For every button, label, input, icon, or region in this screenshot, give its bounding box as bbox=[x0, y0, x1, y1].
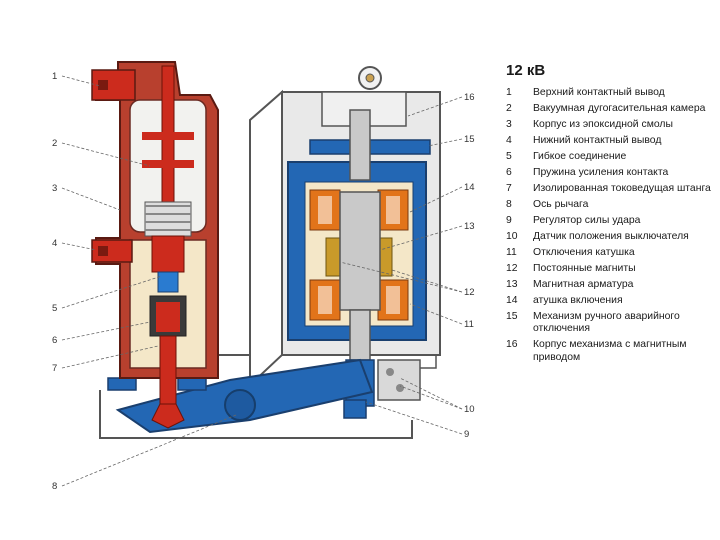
callout-9: 9 bbox=[464, 429, 469, 440]
legend-item-label: Нижний контактный вывод bbox=[533, 134, 662, 146]
legend-item-label: Ось рычага bbox=[533, 198, 589, 210]
callout-3: 3 bbox=[52, 183, 57, 194]
legend-title: 12 кВ bbox=[506, 62, 546, 79]
callout-4: 4 bbox=[52, 238, 57, 249]
legend-item-label: Верхний контактный вывод bbox=[533, 87, 665, 98]
legend-item-number: 4 bbox=[506, 134, 512, 146]
callout-12: 12 bbox=[464, 287, 475, 298]
legend-panel: 12 кВ 1 Верхний контактный вывод 2 Вакуумна… bbox=[506, 62, 716, 368]
legend-item: 8 Ось рычага bbox=[506, 199, 716, 212]
callout-8: 8 bbox=[52, 481, 57, 492]
legend-item-label: Вакуумная дугогасительная камера bbox=[533, 102, 706, 114]
legend-item: 1 Верхний контактный вывод bbox=[506, 87, 716, 100]
legend-item-number: 16 bbox=[506, 339, 518, 351]
callout-6: 6 bbox=[52, 335, 57, 346]
legend-item-number: 1 bbox=[506, 87, 512, 98]
terminals bbox=[91, 69, 136, 263]
legend-item-label: Гибкое соединение bbox=[533, 150, 627, 162]
conductor-stack bbox=[142, 65, 194, 429]
callout-11: 11 bbox=[464, 319, 474, 330]
legend-item-label: атушка включения bbox=[533, 294, 623, 306]
callout-2: 2 bbox=[52, 138, 57, 149]
vacuum-breaker-diagram: 1 2 3 4 5 6 7 8 9 10 11 12 13 14 15 16 bbox=[52, 61, 475, 492]
legend-item: 3 Корпус из эпоксидной смолы bbox=[506, 119, 716, 132]
legend-item-label: Отключения катушка bbox=[533, 246, 635, 258]
legend-item: 6 Пружина усиления контакта bbox=[506, 167, 716, 180]
legend-item-number: 3 bbox=[506, 118, 512, 130]
callout-7: 7 bbox=[52, 363, 57, 374]
legend-item-number: 10 bbox=[506, 230, 518, 242]
legend-item-number: 9 bbox=[506, 214, 512, 226]
legend-item: 4 Нижний контактный вывод bbox=[506, 135, 716, 148]
legend-item: 9 Регулятор силы удара bbox=[506, 215, 716, 228]
position-sensor bbox=[377, 356, 437, 401]
legend-item-label: Изолированная токоведущая штанга bbox=[533, 182, 711, 194]
legend-item-number: 13 bbox=[506, 278, 518, 290]
legend-item: 11 Отключения катушка bbox=[506, 247, 716, 260]
legend-item-number: 7 bbox=[506, 182, 512, 194]
callout-5: 5 bbox=[52, 303, 57, 314]
legend-item-number: 11 bbox=[506, 246, 517, 258]
legend-list: 1 Верхний контактный вывод 2 Вакуумная дуго… bbox=[506, 87, 716, 365]
legend-item-number: 6 bbox=[506, 166, 512, 178]
legend-item: 14 атушка включения bbox=[506, 295, 716, 308]
legend-item: 16 Корпус механизма с магнитным приводом bbox=[506, 339, 716, 364]
legend-item-label: Регулятор силы удара bbox=[533, 214, 641, 226]
callout-10: 10 bbox=[464, 404, 475, 415]
legend-item: 5 Гибкое соединение bbox=[506, 151, 716, 164]
callout-1: 1 bbox=[52, 71, 57, 82]
legend-item-label: Постоянные магниты bbox=[533, 262, 636, 274]
callout-15: 15 bbox=[464, 134, 475, 145]
callout-14: 14 bbox=[464, 182, 475, 193]
legend-item: 12 Постоянные магниты bbox=[506, 263, 716, 276]
legend-item-label: Датчик положения выключателя bbox=[533, 230, 689, 242]
legend-item-number: 8 bbox=[506, 198, 512, 210]
legend-item-number: 2 bbox=[506, 102, 512, 114]
legend-item: 13 Магнитная арматура bbox=[506, 279, 716, 292]
legend-item-label: Корпус механизма с магнитным приводом bbox=[533, 339, 687, 363]
legend-item-label: Корпус из эпоксидной смолы bbox=[533, 118, 673, 130]
legend-item-number: 12 bbox=[506, 262, 518, 274]
legend-item: 15 Механизм ручного аварийного отключения bbox=[506, 311, 716, 336]
leader-lines bbox=[61, 75, 463, 487]
legend-item: 7 Изолированная токоведущая штанга bbox=[506, 183, 716, 196]
legend-item-number: 14 bbox=[506, 294, 518, 306]
legend-item-label: Механизм ручного аварийного отключения bbox=[533, 310, 680, 335]
legend-item: 2 Вакуумная дугогасительная камера bbox=[506, 103, 716, 116]
legend-item: 10 Датчик положения выключателя bbox=[506, 231, 716, 244]
callout-13: 13 bbox=[464, 221, 475, 232]
legend-item-label: Магнитная арматура bbox=[533, 278, 634, 290]
legend-item-number: 5 bbox=[506, 150, 512, 162]
callout-numbers: 1 2 3 4 5 6 7 8 9 10 11 12 13 14 15 16 bbox=[52, 71, 475, 492]
legend-item-label: Пружина усиления контакта bbox=[533, 166, 669, 178]
callout-16: 16 bbox=[464, 92, 475, 103]
legend-item-number: 15 bbox=[506, 310, 518, 322]
